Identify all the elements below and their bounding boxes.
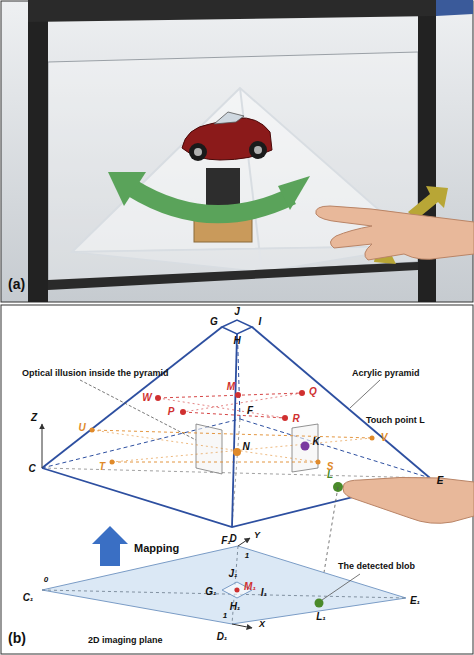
pyramid-top bbox=[222, 320, 252, 334]
point bbox=[180, 409, 186, 415]
ray bbox=[92, 430, 372, 438]
car-windshield bbox=[214, 112, 244, 124]
axis-tick: 1 bbox=[223, 612, 227, 620]
point-label: V bbox=[381, 433, 388, 443]
vertex-label: E bbox=[437, 476, 444, 486]
vertex-label: F₁ bbox=[221, 536, 231, 546]
rotate-arrowhead bbox=[108, 172, 146, 206]
panel-label: (b) bbox=[8, 631, 26, 645]
callout-text: 2D imaging plane bbox=[88, 636, 163, 645]
car-wheel bbox=[249, 141, 267, 159]
point-label: U bbox=[78, 423, 85, 433]
vertex-label: C bbox=[28, 464, 35, 474]
point-label: N bbox=[242, 442, 249, 452]
vertex-label: C₁ bbox=[23, 593, 34, 603]
car-body bbox=[182, 118, 272, 160]
vertex-label: G bbox=[210, 317, 218, 327]
ray bbox=[158, 393, 302, 398]
vertex-label: D₁ bbox=[217, 632, 228, 642]
axis-tick: 1 bbox=[245, 552, 249, 560]
y-axis bbox=[238, 538, 250, 546]
frame-top bbox=[436, 0, 473, 16]
point-label: Q bbox=[309, 387, 317, 397]
point bbox=[110, 460, 115, 465]
callout-text: Touch point L bbox=[366, 416, 425, 425]
leader-line bbox=[322, 574, 360, 600]
vertex-label: J bbox=[234, 307, 240, 317]
point-label: M₁ bbox=[244, 582, 256, 592]
pyramid-edge bbox=[252, 327, 430, 478]
panel-label: (a) bbox=[8, 277, 25, 291]
callout-text: The detected blob bbox=[338, 562, 415, 571]
point bbox=[282, 415, 288, 421]
vertex-label: I₁ bbox=[261, 588, 267, 598]
point-label: P bbox=[168, 407, 175, 417]
point bbox=[233, 448, 241, 456]
z-axis bbox=[42, 424, 43, 468]
vertex-label: G₁ bbox=[205, 587, 216, 597]
axis-tick: 0 bbox=[44, 576, 48, 584]
point bbox=[90, 428, 95, 433]
leader-line bbox=[80, 380, 196, 440]
frame-post bbox=[28, 0, 48, 302]
pyramid-edge bbox=[232, 334, 237, 527]
x-axis bbox=[232, 624, 252, 628]
leader-line bbox=[350, 380, 380, 408]
car-hub bbox=[254, 146, 262, 154]
vertex-label: F bbox=[247, 406, 253, 416]
vertex-label: H₁ bbox=[230, 602, 241, 612]
point bbox=[299, 390, 305, 396]
point bbox=[370, 436, 375, 441]
frame-beam bbox=[28, 0, 436, 22]
frame-beam bbox=[48, 262, 418, 290]
point bbox=[301, 442, 310, 451]
vertex-label: J₁ bbox=[228, 569, 237, 579]
illusion-plane bbox=[292, 424, 318, 472]
illusion-plane bbox=[196, 424, 222, 474]
panel-b-frame bbox=[1, 305, 473, 654]
ray bbox=[183, 393, 302, 412]
axis-label: X bbox=[259, 620, 265, 629]
point bbox=[316, 460, 321, 465]
hidden-edge bbox=[240, 419, 430, 478]
point bbox=[155, 395, 161, 401]
rotate-arrow bbox=[132, 188, 292, 214]
point-label: M bbox=[227, 382, 235, 392]
car-hub bbox=[194, 148, 202, 156]
point bbox=[235, 588, 240, 593]
ray bbox=[158, 398, 285, 418]
car-wheel bbox=[189, 143, 207, 161]
ray bbox=[112, 438, 372, 462]
rotate-arrowhead bbox=[278, 176, 310, 210]
callout-text: Acrylic pyramid bbox=[352, 369, 420, 378]
vertex-label: E₁ bbox=[410, 596, 420, 606]
panel-a-frame bbox=[1, 1, 473, 302]
callout-text: Optical illusion inside the pyramid bbox=[22, 369, 169, 378]
ray bbox=[112, 462, 318, 463]
point-label: K bbox=[312, 437, 319, 447]
imaging-plane bbox=[42, 546, 406, 624]
point-label: W bbox=[142, 393, 151, 403]
finger bbox=[343, 477, 474, 523]
vertex-label: H bbox=[233, 336, 240, 346]
mapping-arrow bbox=[92, 526, 128, 566]
point-label: S bbox=[327, 462, 334, 472]
point-label: R bbox=[292, 414, 299, 424]
axis-label: Y bbox=[254, 531, 260, 540]
axis-label: Z bbox=[31, 413, 37, 423]
vertex-label: I bbox=[259, 317, 262, 327]
ray bbox=[92, 430, 318, 462]
mapping-text: Mapping bbox=[134, 543, 179, 554]
hand bbox=[316, 206, 474, 260]
point-label: T bbox=[99, 462, 105, 472]
point-label: L₁ bbox=[316, 612, 326, 622]
point bbox=[235, 392, 241, 398]
pyramid-edge bbox=[42, 327, 222, 468]
